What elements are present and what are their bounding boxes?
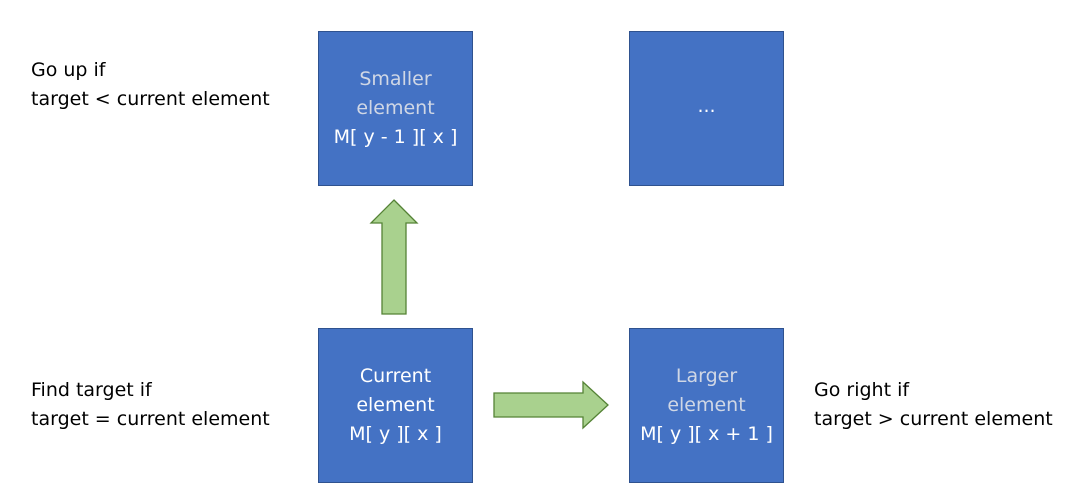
go-right-label-line-1: Go right if: [814, 379, 910, 401]
go-right-label-line-2: target > current element: [814, 408, 1053, 430]
larger-element-line-1: Larger: [675, 365, 738, 387]
ellipsis-box: ...: [629, 31, 784, 186]
smaller-element-line-2: element: [356, 97, 435, 119]
current-element-box: Current element M[ y ][ x ]: [318, 328, 473, 483]
smaller-element-box: Smaller element M[ y - 1 ][ x ]: [318, 31, 473, 186]
find-target-label-line-2: target = current element: [31, 408, 270, 430]
up-arrow-icon: [369, 199, 419, 315]
larger-element-box: Larger element M[ y ][ x + 1 ]: [629, 328, 784, 483]
current-element-line-2: element: [356, 394, 435, 416]
smaller-element-index: M[ y - 1 ][ x ]: [333, 126, 458, 148]
right-arrow-icon: [493, 380, 609, 430]
find-target-label-line-1: Find target if: [31, 379, 152, 401]
current-element-index: M[ y ][ x ]: [349, 423, 442, 445]
smaller-element-line-1: Smaller: [359, 68, 432, 90]
larger-element-line-2: element: [667, 394, 746, 416]
go-up-label: Go up if target < current element: [31, 56, 270, 114]
ellipsis-text: ...: [697, 95, 716, 117]
current-element-line-1: Current: [359, 365, 432, 387]
larger-element-index: M[ y ][ x + 1 ]: [640, 423, 773, 445]
find-target-label: Find target if target = current element: [31, 376, 270, 434]
go-up-label-line-2: target < current element: [31, 88, 270, 110]
go-right-label: Go right if target > current element: [814, 376, 1053, 434]
go-up-label-line-1: Go up if: [31, 59, 106, 81]
